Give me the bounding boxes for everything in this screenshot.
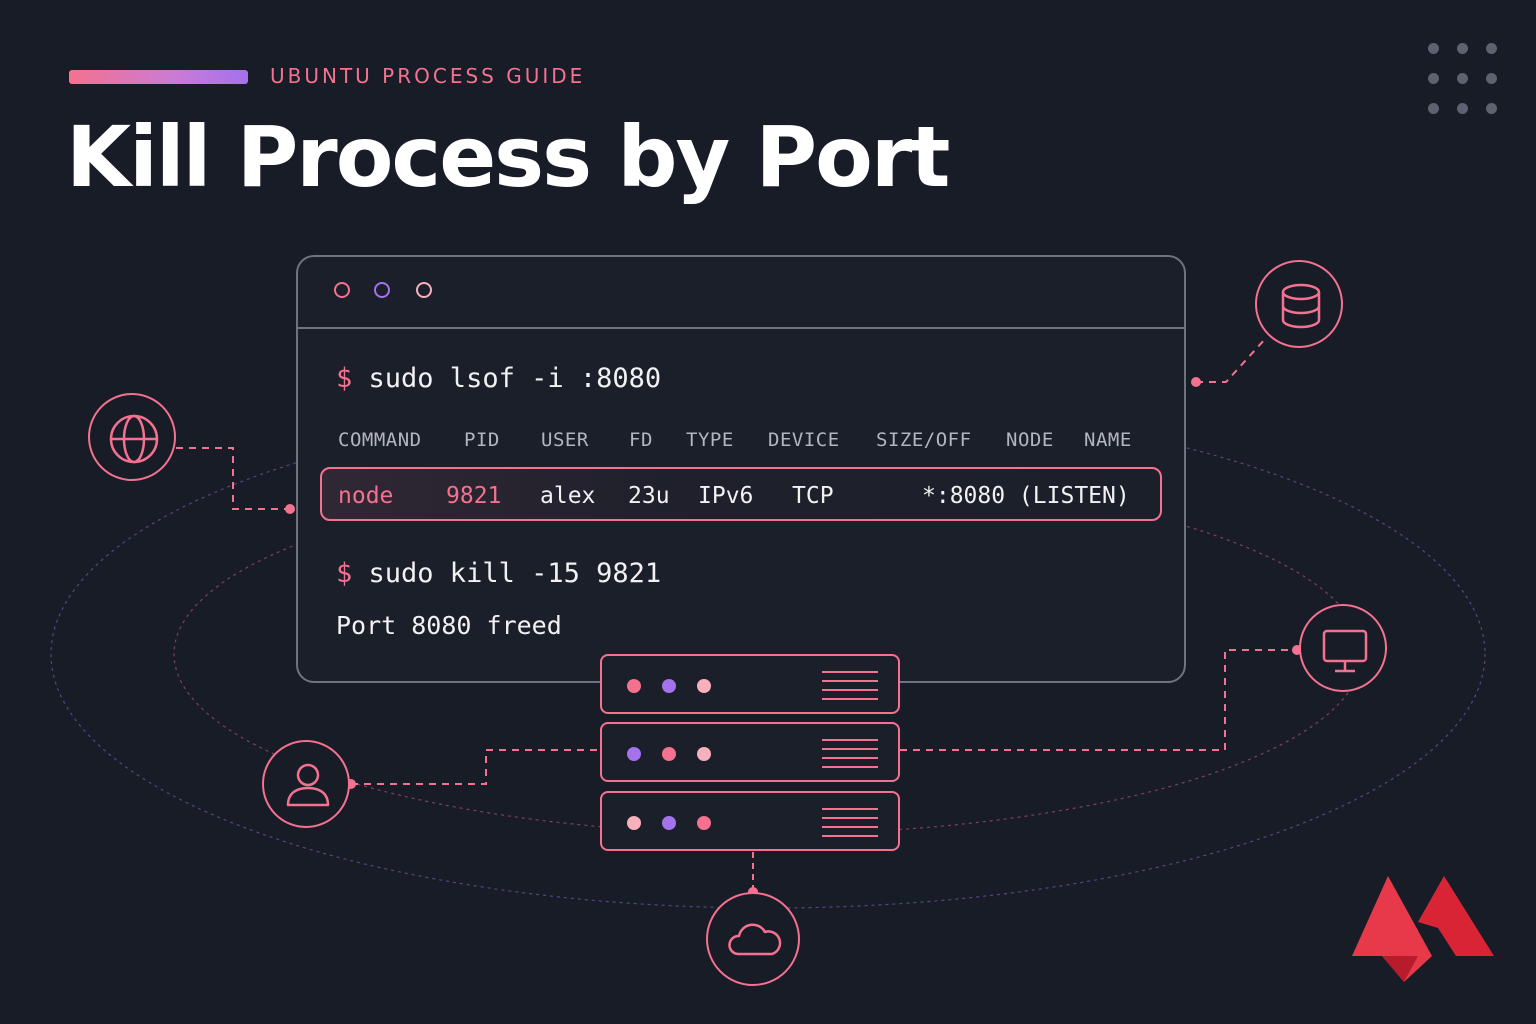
column-header-type: TYPE xyxy=(686,429,734,451)
vent-lines xyxy=(822,739,878,775)
terminal-titlebar xyxy=(298,257,1184,329)
column-header-pid: PID xyxy=(464,429,500,451)
user-node xyxy=(262,740,350,828)
status-led xyxy=(627,679,641,693)
cell-type: IPv6 xyxy=(698,483,754,509)
cell-user: alex xyxy=(540,483,596,509)
status-led xyxy=(627,816,641,830)
command-kill: $ sudo kill -15 9821 xyxy=(336,558,661,589)
status-led xyxy=(697,679,711,693)
link-user xyxy=(351,749,600,785)
status-led xyxy=(662,747,676,761)
cell-pid: 9821 xyxy=(446,483,502,509)
column-header-name: NAME xyxy=(1084,429,1132,451)
column-header-fd: FD xyxy=(629,429,653,451)
column-header-command: COMMAND xyxy=(338,429,422,451)
page-title: Kill Process by Port xyxy=(66,108,950,206)
cloud-node xyxy=(706,892,800,986)
status-led xyxy=(627,747,641,761)
status-led xyxy=(697,747,711,761)
status-led xyxy=(697,816,711,830)
cell-command: node xyxy=(338,483,394,509)
window-dot-close xyxy=(334,282,350,298)
link-monitor xyxy=(900,649,1297,751)
database-icon xyxy=(1281,283,1321,329)
window-dot-minimize xyxy=(374,282,390,298)
server-unit xyxy=(600,722,900,782)
column-header-node: NODE xyxy=(1006,429,1054,451)
link-db xyxy=(1196,337,1267,383)
command-text: sudo lsof -i :8080 xyxy=(368,363,662,394)
monitor-icon xyxy=(1322,629,1368,673)
command-lsof: $ sudo lsof -i :8080 xyxy=(336,363,661,394)
eyebrow-accent-bar xyxy=(69,70,248,84)
cloud-icon xyxy=(728,923,782,956)
globe-node xyxy=(88,393,176,481)
link-globe-dot xyxy=(285,504,295,514)
server-unit xyxy=(600,791,900,851)
terminal-window: $ sudo lsof -i :8080 COMMAND PID USER FD… xyxy=(296,255,1186,683)
highlighted-process-row xyxy=(320,467,1162,521)
brand-logo xyxy=(1352,876,1494,982)
window-dot-maximize xyxy=(416,282,432,298)
prompt-symbol: $ xyxy=(336,558,353,589)
column-header-device: DEVICE xyxy=(768,429,840,451)
monitor-node xyxy=(1299,604,1387,692)
column-header-user: USER xyxy=(541,429,589,451)
globe-icon xyxy=(109,414,159,464)
command-output: Port 8080 freed xyxy=(336,611,562,640)
eyebrow-label: UBUNTU PROCESS GUIDE xyxy=(270,64,586,88)
status-led xyxy=(662,679,676,693)
database-node xyxy=(1255,260,1343,348)
link-globe xyxy=(176,447,290,510)
vent-lines xyxy=(822,671,878,707)
server-unit xyxy=(600,654,900,714)
user-icon xyxy=(286,763,330,807)
command-text: sudo kill -15 9821 xyxy=(368,558,662,589)
cell-name: *:8080 (LISTEN) xyxy=(922,483,1130,509)
cell-fd: 23u xyxy=(628,483,670,509)
link-db-dot xyxy=(1191,377,1201,387)
prompt-symbol: $ xyxy=(336,363,353,394)
column-header-size-off: SIZE/OFF xyxy=(876,429,972,451)
vent-lines xyxy=(822,808,878,844)
status-led xyxy=(662,816,676,830)
decorative-dot-grid xyxy=(1428,43,1497,114)
cell-device: TCP xyxy=(792,483,834,509)
